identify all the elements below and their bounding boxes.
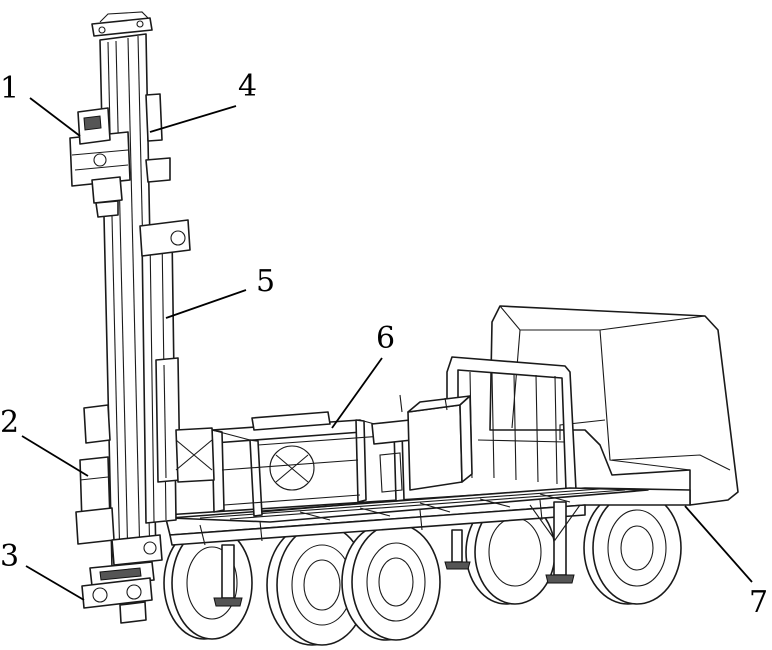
deck-grating [169,487,649,523]
callout-7: 7 [749,585,768,620]
feed-cylinder [139,219,215,524]
bottom-clamp [81,534,163,624]
mast-base-box [75,404,115,545]
callout-3: 3 [0,539,19,574]
hydraulic-tank [399,394,473,491]
callout-5: 5 [256,264,275,299]
callout-labels: 1 2 3 4 5 6 7 [0,69,768,620]
callout-2: 2 [0,405,19,440]
callout-6: 6 [376,321,395,356]
rear-wheels [163,523,441,646]
pipe-rack [211,411,413,517]
chassis-frame [164,487,691,546]
rotary-head [69,107,131,218]
callout-4: 4 [238,69,257,104]
front-wheels [583,491,682,605]
outrigger-jacks [213,501,581,607]
callout-1: 1 [0,71,19,106]
truck-cab [489,305,739,506]
leader-lines [21,97,753,601]
middle-wheels [465,499,556,605]
